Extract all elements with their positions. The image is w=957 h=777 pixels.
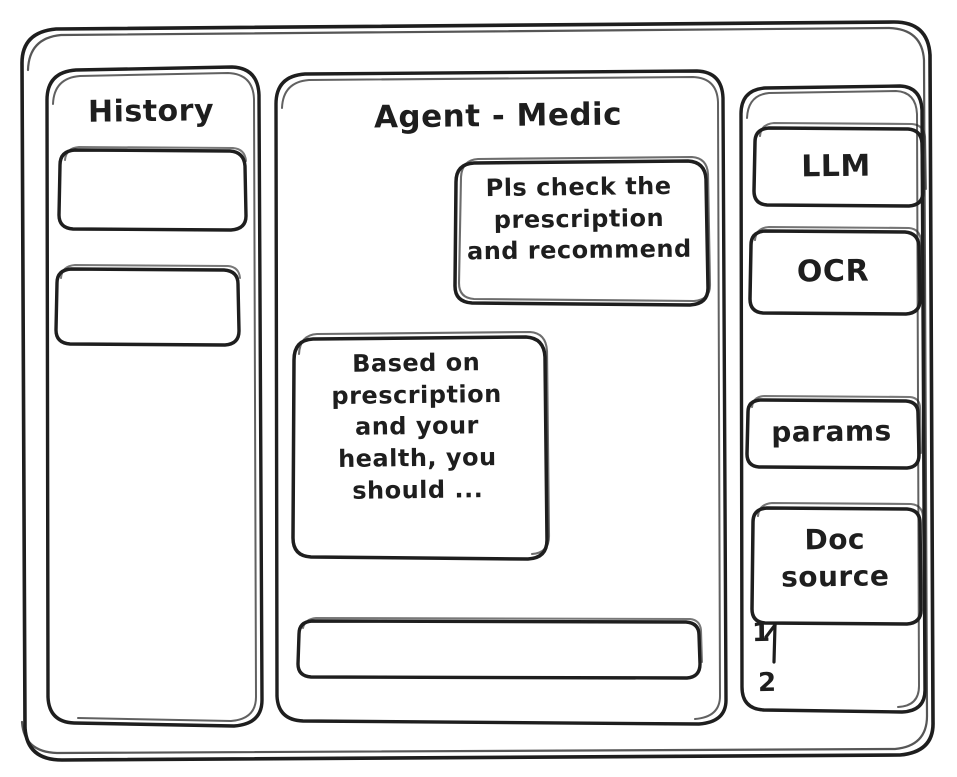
assistant-message-text: Based on prescription and your health, y…	[331, 348, 502, 505]
tool-button-doc-source-label: Doc source	[780, 522, 890, 594]
history-title: History	[87, 93, 215, 130]
tool-button-params-label: params	[771, 414, 892, 449]
agent-title: Agent - Medic	[373, 96, 623, 136]
history-item[interactable]	[55, 268, 237, 346]
user-message-text: Pls check the prescription and recommend	[466, 171, 692, 266]
composer-input[interactable]	[295, 620, 701, 678]
history-item[interactable]	[58, 150, 244, 230]
doc-source-list-item[interactable]: 2	[757, 667, 777, 699]
doc-source-list-item[interactable]: 1	[751, 617, 771, 649]
tool-button-llm-label: LLM	[800, 148, 872, 185]
tool-button-ocr-label: OCR	[796, 253, 870, 290]
